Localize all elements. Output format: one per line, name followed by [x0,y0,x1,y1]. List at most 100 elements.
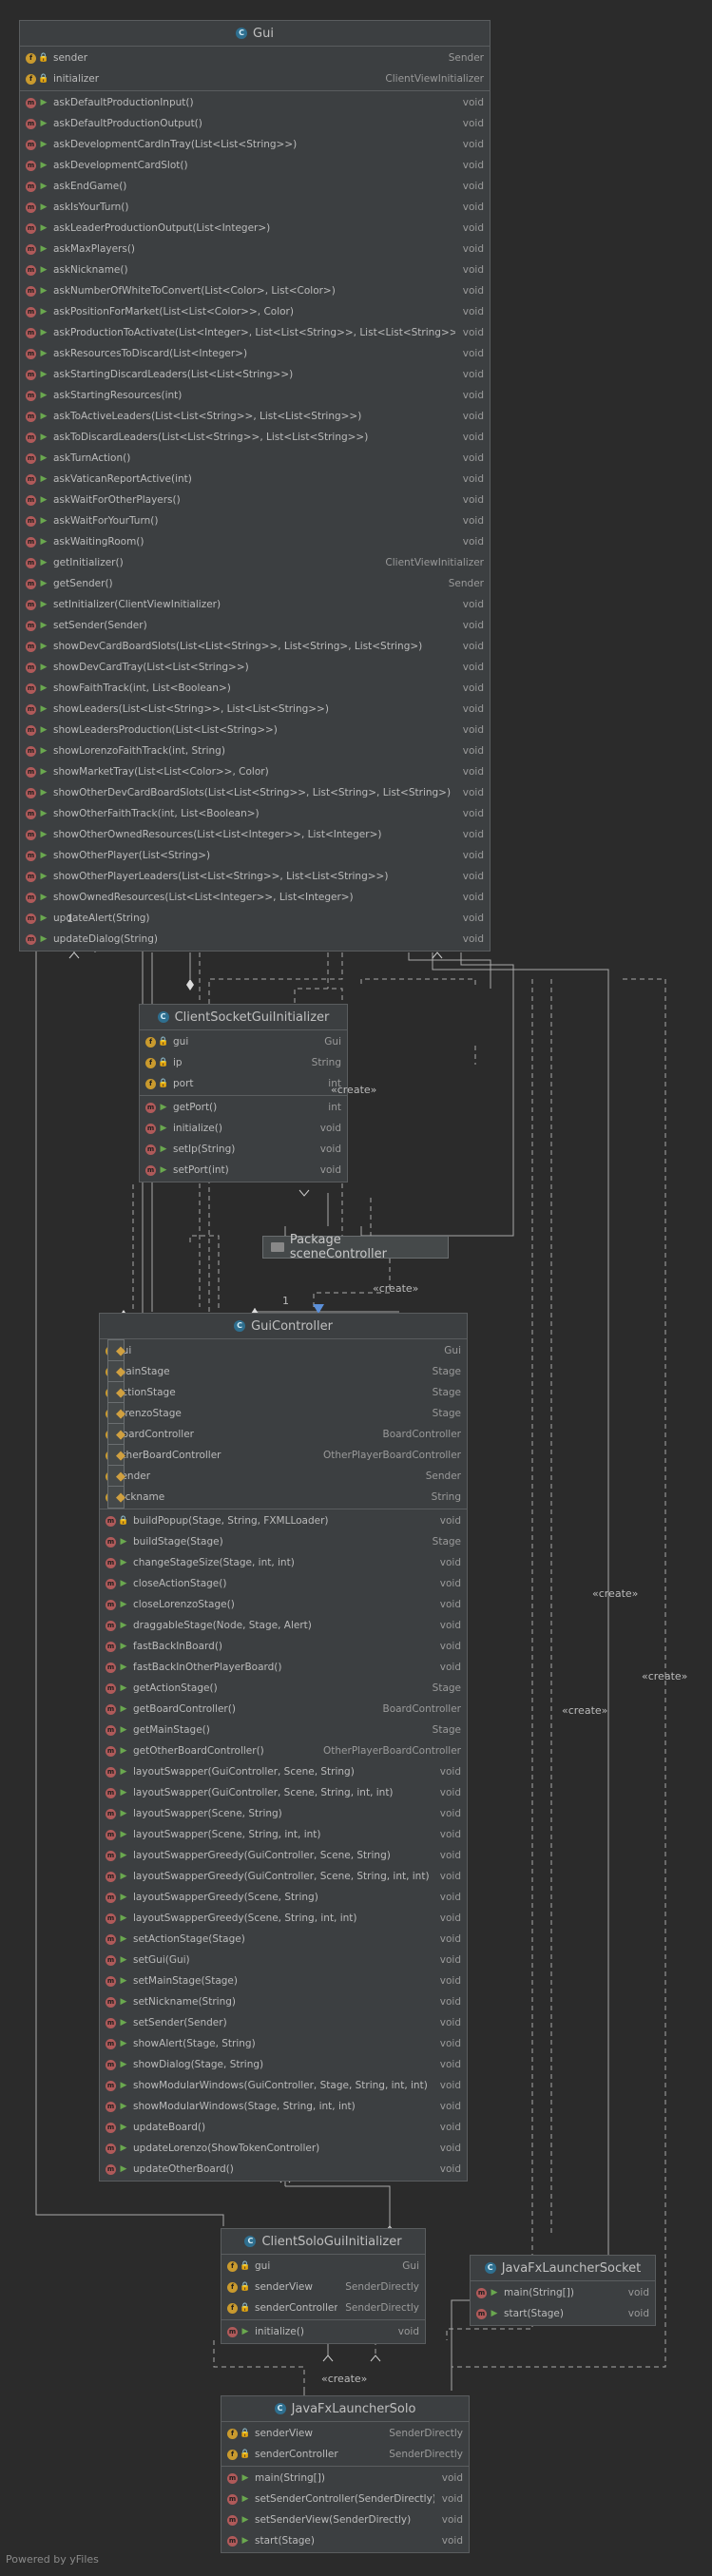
method-row[interactable]: m▶getOtherBoardController()OtherPlayerBo… [100,1740,467,1761]
method-row[interactable]: m▶showModularWindows(Stage, String, int,… [100,2096,467,2117]
method-row[interactable]: m▶showLeaders(List<List<String>>, List<L… [20,699,490,720]
method-row[interactable]: m▶closeActionStage()void [100,1573,467,1594]
method-row[interactable]: m▶askToDiscardLeaders(List<List<String>>… [20,427,490,448]
method-row[interactable]: m▶main(String[])void [471,2282,655,2303]
method-row[interactable]: m▶layoutSwapper(Scene, String)void [100,1803,467,1824]
method-row[interactable]: m▶updateOtherBoard()void [100,2159,467,2180]
method-row[interactable]: m▶askStartingResources(int)void [20,385,490,406]
method-row[interactable]: m▶showOtherPlayer(List<String>)void [20,845,490,866]
method-row[interactable]: m▶askWaitForOtherPlayers()void [20,490,490,510]
method-row[interactable]: m▶askDevelopmentCardInTray(List<List<Str… [20,134,490,155]
method-row[interactable]: m▶setPort(int)void [140,1160,347,1181]
method-row[interactable]: m▶layoutSwapper(GuiController, Scene, St… [100,1761,467,1782]
method-row[interactable]: m▶showDevCardBoardSlots(List<List<String… [20,636,490,657]
method-row[interactable]: m▶askMaxPlayers()void [20,239,490,260]
method-row[interactable]: m▶closeLorenzoStage()void [100,1594,467,1615]
method-row[interactable]: m▶setSender(Sender)void [100,2012,467,2033]
method-row[interactable]: m▶fastBackInOtherPlayerBoard()void [100,1657,467,1678]
method-row[interactable]: m▶setMainStage(Stage)void [100,1970,467,1991]
method-row[interactable]: m▶askVaticanReportActive(int)void [20,469,490,490]
method-row[interactable]: m▶layoutSwapperGreedy(Scene, String, int… [100,1908,467,1929]
method-row[interactable]: m▶showAlert(Stage, String)void [100,2033,467,2054]
method-row[interactable]: m▶showOwnedResources(List<List<Integer>>… [20,887,490,908]
method-row[interactable]: m▶setInitializer(ClientViewInitializer)v… [20,594,490,615]
method-row[interactable]: m▶askDevelopmentCardSlot()void [20,155,490,176]
method-row[interactable]: m▶buildStage(Stage)Stage [100,1531,467,1552]
method-row[interactable]: m▶askEndGame()void [20,176,490,197]
method-row[interactable]: m▶showOtherPlayerLeaders(List<List<Strin… [20,866,490,887]
method-row[interactable]: m▶setActionStage(Stage)void [100,1929,467,1950]
method-row[interactable]: m▶initialize()void [221,2321,425,2342]
method-row[interactable]: m▶askDefaultProductionInput()void [20,92,490,113]
method-row[interactable]: m▶showOtherDevCardBoardSlots(List<List<S… [20,782,490,803]
method-row[interactable]: m▶showModularWindows(GuiController, Stag… [100,2075,467,2096]
method-row[interactable]: m▶setSenderView(SenderDirectly)void [221,2509,469,2530]
method-row[interactable]: m▶start(Stage)void [221,2530,469,2551]
method-row[interactable]: m▶main(String[])void [221,2468,469,2489]
method-row[interactable]: m▶updateLorenzo(ShowTokenController)void [100,2138,467,2159]
method-row[interactable]: m▶askTurnAction()void [20,448,490,469]
method-row[interactable]: m▶layoutSwapperGreedy(Scene, String)void [100,1887,467,1908]
method-row[interactable]: m▶setIp(String)void [140,1139,347,1160]
method-row[interactable]: m▶showLorenzoFaithTrack(int, String)void [20,740,490,761]
method-row[interactable]: m▶askNickname()void [20,260,490,280]
field-row[interactable]: f◆otherBoardControllerOtherPlayerBoardCo… [100,1444,467,1467]
method-row[interactable]: m▶showFaithTrack(int, List<Boolean>)void [20,678,490,699]
method-row[interactable]: m▶askResourcesToDiscard(List<Integer>)vo… [20,343,490,364]
method-row[interactable]: m▶askStartingDiscardLeaders(List<List<St… [20,364,490,385]
method-row[interactable]: m▶showOtherOwnedResources(List<List<Inte… [20,824,490,845]
method-row[interactable]: m▶initialize()void [140,1118,347,1139]
method-row[interactable]: m▶getBoardController()BoardController [100,1699,467,1720]
method-row[interactable]: m▶showOtherFaithTrack(int, List<Boolean>… [20,803,490,824]
method-row[interactable]: m▶askWaitForYourTurn()void [20,510,490,531]
method-row[interactable]: m▶askIsYourTurn()void [20,197,490,218]
method-row[interactable]: m▶askLeaderProductionOutput(List<Integer… [20,218,490,239]
method-row[interactable]: m▶askNumberOfWhiteToConvert(List<Color>,… [20,280,490,301]
method-row[interactable]: m▶setNickname(String)void [100,1991,467,2012]
method-row[interactable]: m▶layoutSwapper(GuiController, Scene, St… [100,1782,467,1803]
method-row[interactable]: m▶layoutSwapperGreedy(GuiController, Sce… [100,1866,467,1887]
method-row[interactable]: m▶askPositionForMarket(List<List<Color>>… [20,301,490,322]
method-row[interactable]: m▶showLeadersProduction(List<List<String… [20,720,490,740]
method-row[interactable]: m▶showMarketTray(List<List<Color>>, Colo… [20,761,490,782]
method-row[interactable]: m▶layoutSwapperGreedy(GuiController, Sce… [100,1845,467,1866]
method-row[interactable]: m▶getInitializer()ClientViewInitializer [20,552,490,573]
method-row[interactable]: m▶getSender()Sender [20,573,490,594]
method-row[interactable]: m▶askWaitingRoom()void [20,531,490,552]
package-scene-controller[interactable]: Package sceneController [262,1233,449,1261]
method-row[interactable]: m▶fastBackInBoard()void [100,1636,467,1657]
method-row[interactable]: m▶showDevCardTray(List<List<String>>)voi… [20,657,490,678]
method-row[interactable]: m▶updateBoard()void [100,2117,467,2138]
method-row[interactable]: m▶setSenderController(SenderDirectly)voi… [221,2489,469,2509]
method-row[interactable]: m▶draggableStage(Node, Stage, Alert)void [100,1615,467,1636]
method-row[interactable]: m▶askDefaultProductionOutput()void [20,113,490,134]
method-row[interactable]: m🔒buildPopup(Stage, String, FXMLLoader)v… [100,1510,467,1531]
method-row[interactable]: m▶getPort()int [140,1097,347,1118]
method-row[interactable]: m▶layoutSwapper(Scene, String, int, int)… [100,1824,467,1845]
method-row[interactable]: m▶changeStageSize(Stage, int, int)void [100,1552,467,1573]
method-row[interactable]: m▶getMainStage()Stage [100,1720,467,1740]
method-row[interactable]: m▶updateDialog(String)void [20,929,490,950]
method-row[interactable]: m▶askProductionToActivate(List<Integer>,… [20,322,490,343]
method-row[interactable]: m▶setGui(Gui)void [100,1950,467,1970]
